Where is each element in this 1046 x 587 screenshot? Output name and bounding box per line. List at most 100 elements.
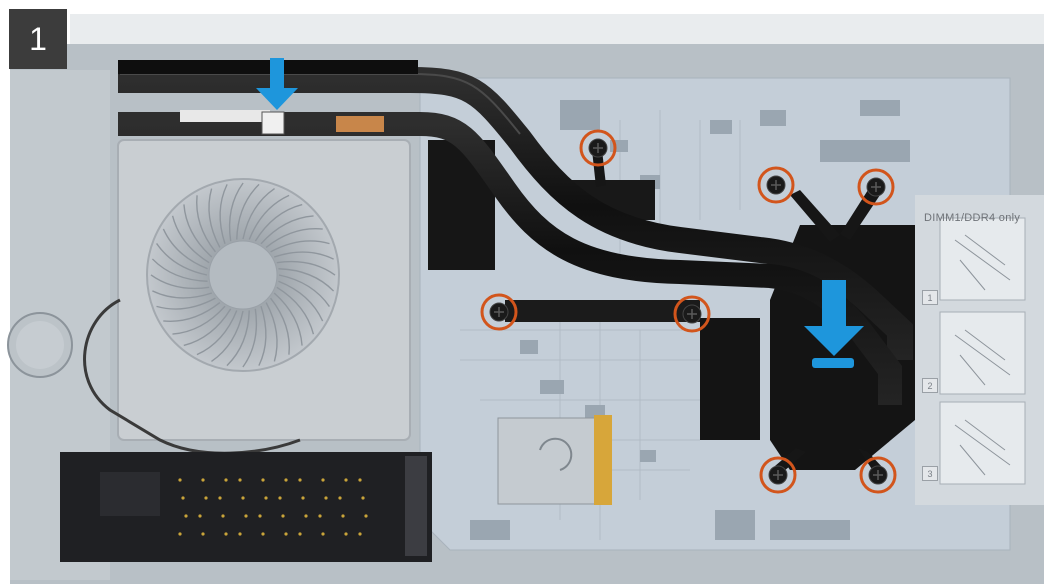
ssd-solder-dot — [281, 514, 285, 518]
ssd-solder-dot — [338, 496, 342, 500]
ssd-solder-dot — [221, 514, 225, 518]
fan-blade — [183, 204, 213, 258]
fan-blade — [248, 194, 290, 240]
qr-sticker — [261, 111, 285, 135]
screw-icon — [480, 293, 518, 331]
screw-icon — [859, 456, 897, 494]
dimm-slots — [939, 217, 1026, 485]
ssd-solder-dot — [244, 514, 248, 518]
ssd-solder-dot — [224, 478, 228, 482]
fan-blade — [162, 228, 208, 270]
fan-blade — [270, 297, 290, 355]
fan-blade — [270, 240, 330, 253]
ssd-solder-dot — [358, 532, 362, 536]
fan-blade — [265, 302, 278, 362]
ssd-solder-dot — [258, 514, 262, 518]
ssd-solder-dot — [304, 514, 308, 518]
fan-blade — [278, 280, 324, 322]
fan-blade — [226, 310, 250, 367]
ssd-solder-dot — [318, 514, 322, 518]
heatsink-bridge — [505, 300, 700, 322]
ssd-solder-dot — [361, 496, 365, 500]
fan-blade — [156, 297, 216, 310]
fan-blades — [150, 182, 336, 368]
ssd-connector — [405, 456, 427, 556]
fan-blade — [276, 260, 336, 276]
ssd-solder-dot — [324, 496, 328, 500]
heat-pipe-1 — [118, 67, 913, 360]
fan-blade — [211, 310, 244, 362]
screw-icon — [757, 166, 795, 204]
fan-blade — [260, 215, 314, 245]
slot-number-2: 2 — [922, 378, 938, 393]
pipe-sticker — [180, 110, 270, 122]
ssd-solder-dot — [358, 478, 362, 482]
ssd-solder-dot — [261, 532, 265, 536]
fan-blade — [208, 188, 221, 248]
ssd-solder-dot — [341, 514, 345, 518]
fan-blade — [150, 274, 210, 290]
fan-blade — [254, 203, 303, 242]
fan-blade — [278, 274, 330, 307]
ssd-solder-dot — [321, 532, 325, 536]
dimm-label: DIMM1/DDR4 only — [924, 212, 1021, 224]
fan-hub — [208, 240, 278, 310]
ssd-solder-dot — [284, 532, 288, 536]
ssd-solder-dot — [264, 496, 268, 500]
wlan-connector — [594, 415, 612, 505]
ssd-solder-dot — [298, 478, 302, 482]
arrow-down-icon — [256, 58, 298, 110]
ssd-solder-dot — [201, 478, 205, 482]
fan-blade — [196, 195, 216, 253]
fan-blade — [151, 258, 208, 282]
ssd-solder-dot — [344, 532, 348, 536]
ssd-solder-dot — [321, 478, 325, 482]
fan-blade — [196, 310, 238, 356]
ssd-solder-dot — [261, 478, 265, 482]
screw-icon — [857, 168, 895, 206]
screw-icon — [673, 295, 711, 333]
fan-blade — [278, 268, 335, 292]
arrow-down-icon — [804, 280, 864, 368]
ssd-solder-dot — [201, 532, 205, 536]
fan-blade — [273, 292, 303, 346]
fan-blade — [236, 183, 260, 240]
ssd-solder-dot — [284, 478, 288, 482]
fan-blade — [242, 188, 275, 240]
ssd-dots — [178, 478, 368, 536]
ssd-solder-dot — [241, 496, 245, 500]
ssd-solder-dot — [298, 532, 302, 536]
ssd-solder-dot — [238, 532, 242, 536]
wlan-card — [497, 417, 597, 505]
fan-blade — [172, 305, 226, 335]
screws — [480, 129, 897, 494]
screw-icon — [579, 129, 617, 167]
slot-number-3: 3 — [922, 466, 938, 481]
copper-pad — [336, 116, 384, 132]
slot-number-1: 1 — [922, 290, 938, 305]
ssd-solder-dot — [364, 514, 368, 518]
screw-icon — [759, 456, 797, 494]
ssd-solder-dot — [278, 496, 282, 500]
heatsink-fins-edge — [118, 60, 418, 74]
fan-blade — [242, 308, 258, 368]
ssd-solder-dot — [204, 496, 208, 500]
dimm-slot-graphics — [954, 234, 1011, 476]
fan-blade — [163, 302, 221, 322]
fan-blade — [219, 184, 228, 245]
step-number-badge: 1 — [9, 9, 67, 69]
heat-pipe-highlight — [120, 73, 521, 135]
fan-blade — [273, 251, 334, 260]
ssd-solder-dot — [181, 496, 185, 500]
fan-blade — [258, 305, 267, 366]
fan-cable — [83, 298, 301, 455]
ssd-solder-dot — [198, 514, 202, 518]
fan-blade — [228, 182, 244, 242]
ssd-solder-dot — [178, 532, 182, 536]
fan-blade — [265, 228, 323, 248]
ssd-solder-dot — [224, 532, 228, 536]
ssd-solder-dot — [238, 478, 242, 482]
fan-blade — [183, 308, 232, 347]
